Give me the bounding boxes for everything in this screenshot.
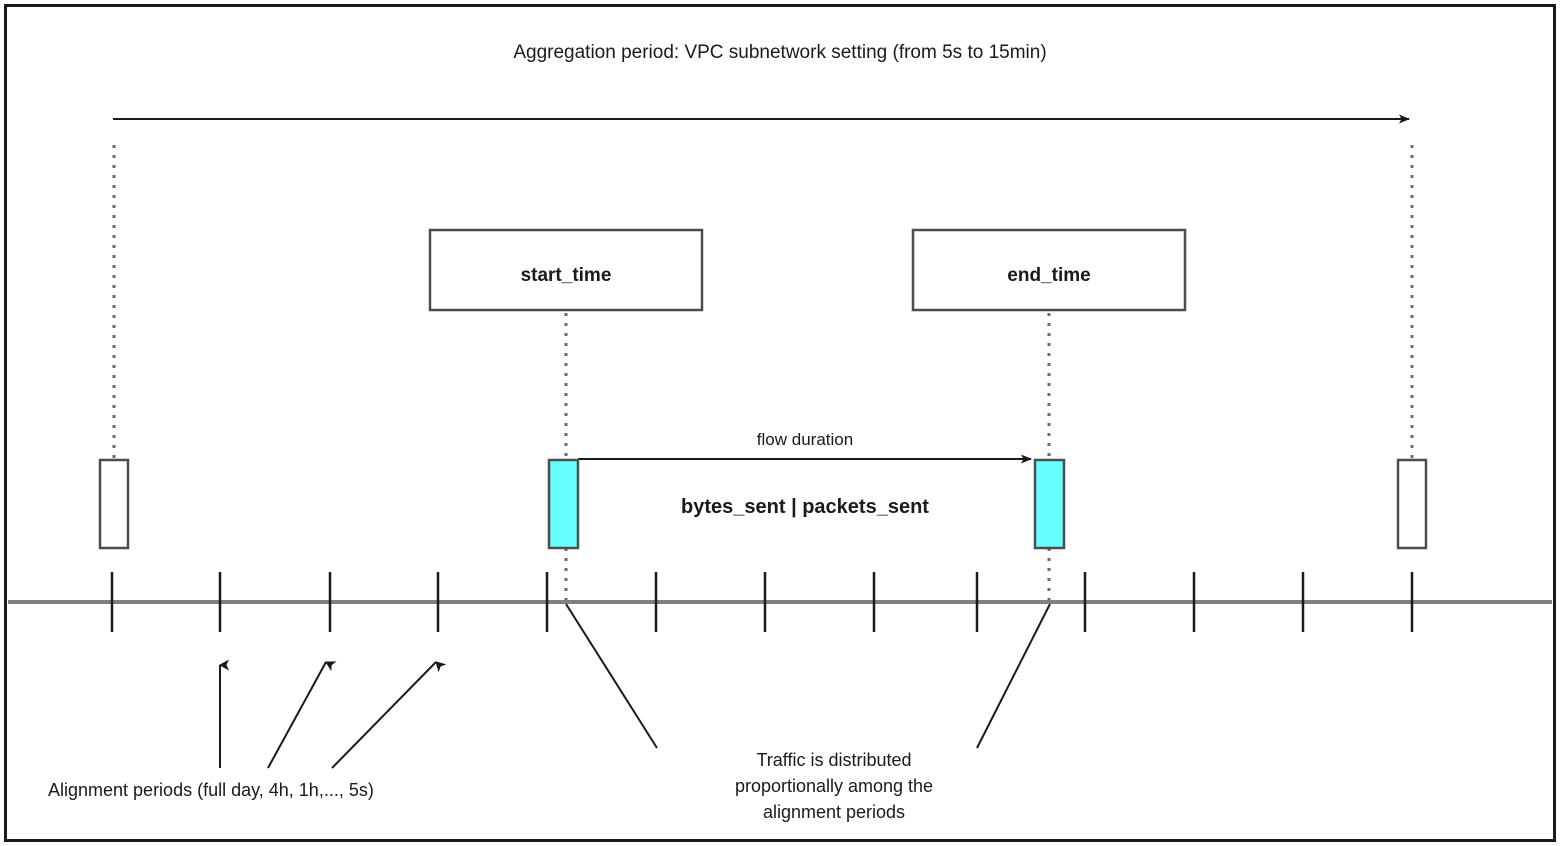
- diagram-border: [4, 4, 1556, 842]
- end-time-box: [911, 228, 1187, 312]
- aggregation-period-title: Aggregation period: VPC subnetwork setti…: [513, 42, 1046, 63]
- alignment-callout-arrow-2: [267, 661, 337, 769]
- traffic-note-line-1: Traffic is distributed: [756, 750, 911, 770]
- timeline-ticks: [110, 572, 1414, 632]
- start-time-box: [428, 228, 704, 312]
- alignment-callout-arrow-3: [331, 661, 447, 769]
- start-time-label: start_time: [521, 265, 612, 286]
- flow-duration-label: flow duration: [757, 430, 853, 449]
- end-time-label: end_time: [1007, 265, 1090, 286]
- alignment-period-bar-left: [98, 458, 130, 550]
- flow-end-period-bar: [1033, 458, 1066, 550]
- metrics-label: bytes_sent | packets_sent: [681, 496, 929, 518]
- alignment-periods-label: Alignment periods (full day, 4h, 1h,...,…: [48, 780, 374, 800]
- traffic-note-leader-right: [976, 603, 1051, 749]
- traffic-note-leader-left: [565, 603, 658, 749]
- flow-start-period-bar: [547, 458, 580, 550]
- alignment-period-bar-right: [1396, 458, 1428, 550]
- traffic-note-line-3: alignment periods: [763, 802, 905, 822]
- traffic-note-line-2: proportionally among the: [735, 776, 933, 796]
